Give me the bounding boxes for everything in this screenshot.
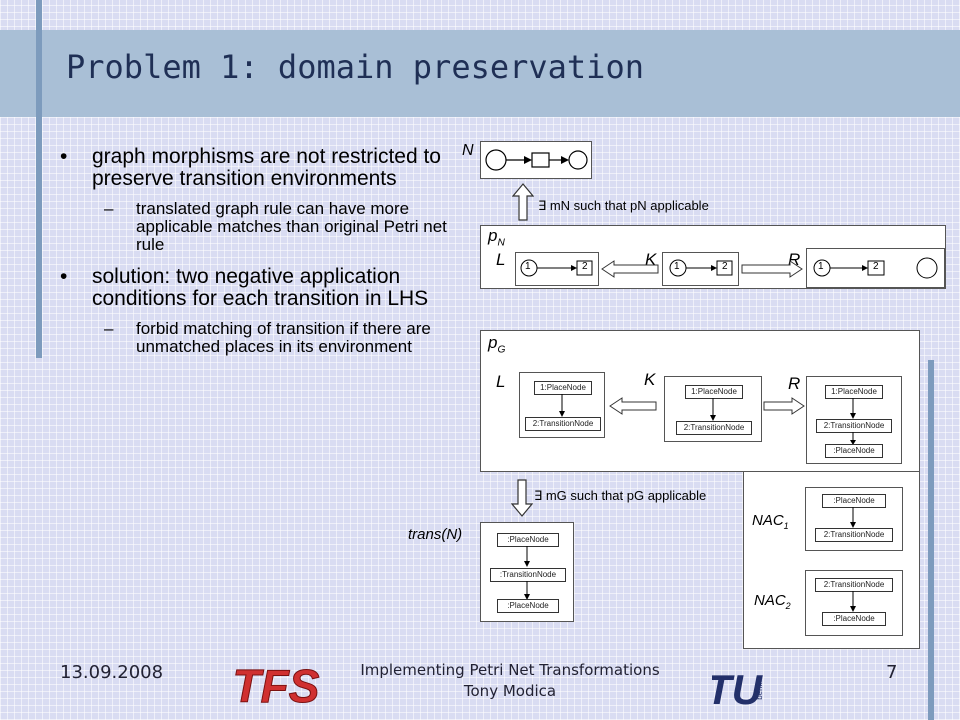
- pg-k-box: 1:PlaceNode 2:TransitionNode: [664, 376, 762, 442]
- pn-k-two: 2: [722, 261, 728, 272]
- trans-n-trans-node: :TransitionNode: [490, 568, 566, 582]
- trans-n-place-node-2: :PlaceNode: [497, 599, 559, 613]
- bullet-1-sub: translated graph rule can have more appl…: [60, 200, 470, 254]
- nac2-place-node: :PlaceNode: [822, 612, 886, 626]
- footer-center: Implementing Petri Net Transformations T…: [330, 660, 690, 702]
- net-n-graphic: [485, 149, 588, 171]
- pg-l-trans-node: 2:TransitionNode: [525, 417, 601, 431]
- right-accent-bar: [928, 360, 934, 720]
- pn-k-to-r-arrow: [741, 260, 803, 278]
- pn-r-box: 1 2: [806, 248, 945, 288]
- nac1-trans-node: 2:TransitionNode: [815, 528, 893, 542]
- footer-line1: Implementing Petri Net Transformations: [360, 661, 660, 679]
- pn-l-two: 2: [582, 261, 588, 272]
- pg-k-label: K: [644, 370, 656, 389]
- tfs-logo: TFS: [228, 660, 324, 713]
- nac2-edge: [850, 591, 856, 612]
- bullet-list: graph morphisms are not restricted to pr…: [60, 146, 470, 368]
- pn-l-one: 1: [525, 261, 531, 272]
- footer-line2: Tony Modica: [463, 682, 557, 700]
- tu-berlin-logo: TU berlin: [706, 660, 768, 713]
- n-label: N: [462, 142, 474, 159]
- bullet-2: solution: two negative application condi…: [60, 266, 470, 310]
- page-number: 7: [886, 662, 898, 683]
- pg-l-place-node: 1:PlaceNode: [534, 381, 592, 395]
- pg-k-to-l-arrow: [609, 397, 657, 415]
- bullet-1: graph morphisms are not restricted to pr…: [60, 146, 470, 190]
- tu-logo-text: TU: [712, 666, 764, 712]
- pg-r-place-node: 1:PlaceNode: [825, 385, 883, 399]
- nac2-label: NAC2: [754, 592, 791, 611]
- pg-k-place-node: 1:PlaceNode: [685, 385, 743, 399]
- title-band: [0, 30, 960, 117]
- nac2-box: 2:TransitionNode :PlaceNode: [805, 570, 903, 636]
- pg-label: pG: [488, 333, 506, 356]
- nac1-place-node: :PlaceNode: [822, 494, 886, 508]
- trans-n-edge-1: [524, 546, 530, 567]
- pn-k-box: 1 2: [662, 252, 739, 286]
- tfs-logo-text: TFS: [233, 660, 320, 708]
- trans-n-box: :PlaceNode :TransitionNode :PlaceNode: [480, 522, 574, 622]
- slide-title: Problem 1: domain preservation: [66, 48, 644, 86]
- pg-k-edge: [710, 398, 716, 421]
- pg-l-edge: [559, 394, 565, 417]
- tu-logo-berlin: berlin: [755, 680, 764, 700]
- pg-k-trans-node: 2:TransitionNode: [676, 421, 752, 435]
- pn-l-graphic: [520, 259, 593, 277]
- pg-r-box: 1:PlaceNode 2:TransitionNode :PlaceNode: [806, 376, 902, 464]
- tu-berlin-logo-graphic: TU berlin: [706, 666, 764, 713]
- pn-k-one: 1: [674, 261, 680, 272]
- pg-r-trans-node: 2:TransitionNode: [816, 419, 892, 433]
- trans-n-edge-2: [524, 581, 530, 600]
- nac1-edge: [850, 507, 856, 528]
- trans-n-place-node-1: :PlaceNode: [497, 533, 559, 547]
- nac1-label: NAC1: [752, 512, 789, 531]
- bullet-2-sub: forbid matching of transition if there a…: [60, 320, 470, 356]
- down-arrow-mg: [511, 479, 533, 517]
- pn-r-one: 1: [818, 261, 824, 272]
- pg-k-to-r-arrow: [763, 397, 805, 415]
- nac1-box: :PlaceNode 2:TransitionNode: [805, 487, 903, 551]
- footer-date: 13.09.2008: [60, 662, 164, 683]
- pg-l-box: 1:PlaceNode 2:TransitionNode: [519, 372, 605, 438]
- pn-k-graphic: [669, 259, 733, 277]
- pg-l-label: L: [496, 372, 506, 391]
- nac2-trans-node: 2:TransitionNode: [815, 578, 893, 592]
- trans-n-label: trans(N): [408, 526, 463, 543]
- mg-text: ∃ mG such that pG applicable: [534, 488, 707, 503]
- pn-label: pN: [488, 226, 505, 249]
- pg-r-label: R: [788, 374, 801, 393]
- pn-k-label: K: [645, 250, 657, 269]
- pn-l-box: 1 2: [515, 252, 599, 286]
- pn-l-label: L: [496, 250, 506, 269]
- pg-r-place-node-2: :PlaceNode: [825, 444, 883, 458]
- pg-r-edge-1: [850, 398, 856, 419]
- pn-k-to-l-arrow: [601, 260, 659, 278]
- net-n-box: [480, 141, 592, 179]
- mn-text: ∃ mN such that pN applicable: [538, 198, 709, 213]
- up-arrow-mn: [512, 183, 534, 221]
- pg-r-edge-2: [850, 432, 856, 445]
- pn-r-graphic: [813, 257, 938, 279]
- tfs-logo-graphic: TFS: [232, 660, 320, 713]
- pn-r-two: 2: [873, 261, 879, 272]
- left-accent-bar: [36, 0, 42, 358]
